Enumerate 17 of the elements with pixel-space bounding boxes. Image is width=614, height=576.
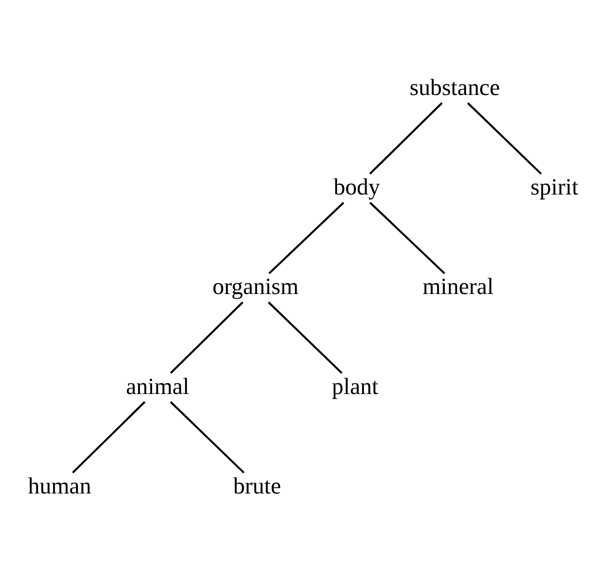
node-text: plant xyxy=(332,374,378,400)
node-text: human xyxy=(28,473,92,500)
node-text: animal xyxy=(126,374,190,400)
connector xyxy=(170,302,244,374)
connector xyxy=(72,401,146,474)
connector xyxy=(369,102,443,175)
connector xyxy=(268,302,342,374)
node-text: body xyxy=(334,174,380,201)
connector xyxy=(170,401,245,474)
connector xyxy=(369,202,446,274)
node-text: brute xyxy=(233,473,282,500)
connector xyxy=(268,202,344,274)
node-text: spirit xyxy=(530,174,578,201)
connector xyxy=(467,102,542,175)
node-text: substance xyxy=(410,74,500,101)
node-text: mineral xyxy=(422,274,494,300)
node-text: organism xyxy=(212,274,299,300)
